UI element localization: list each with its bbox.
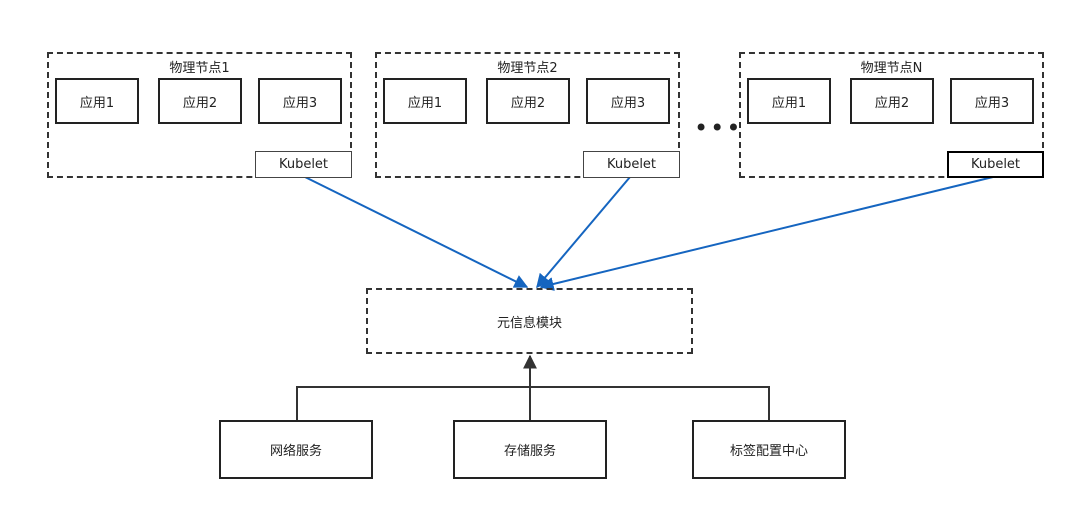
kubelet-box: Kubelet (947, 151, 1044, 178)
storage-service-box: 存储服务 (453, 420, 607, 479)
label-config-center-box: 标签配置中心 (692, 420, 846, 479)
kubelet-box: Kubelet (255, 151, 352, 178)
kubelet-box: Kubelet (583, 151, 680, 178)
app-box: 应用1 (747, 78, 831, 124)
meta-info-module: 元信息模块 (366, 288, 693, 354)
arrow-noden-to-meta (539, 176, 994, 291)
network-service-box: 网络服务 (219, 420, 373, 479)
app-box: 应用2 (158, 78, 242, 124)
app-box: 应用3 (950, 78, 1034, 124)
node-title: 物理节点1 (169, 61, 230, 76)
arrow-node2-to-meta (536, 176, 631, 289)
node-title: 物理节点2 (497, 61, 558, 76)
services-bus-line (296, 386, 770, 420)
app-box: 应用3 (586, 78, 670, 124)
physical-node-2: 物理节点2 应用1 应用2 应用3 Kubelet (375, 52, 680, 178)
app-box: 应用2 (486, 78, 570, 124)
physical-node-n: 物理节点N 应用1 应用2 应用3 Kubelet (739, 52, 1044, 178)
app-box: 应用2 (850, 78, 934, 124)
more-nodes-ellipsis: ••• (694, 114, 743, 142)
app-box: 应用1 (383, 78, 467, 124)
app-box: 应用1 (55, 78, 139, 124)
node-title: 物理节点N (860, 61, 923, 76)
physical-node-1: 物理节点1 应用1 应用2 应用3 Kubelet (47, 52, 352, 178)
app-box: 应用3 (258, 78, 342, 124)
arrow-node1-to-meta (304, 176, 529, 288)
